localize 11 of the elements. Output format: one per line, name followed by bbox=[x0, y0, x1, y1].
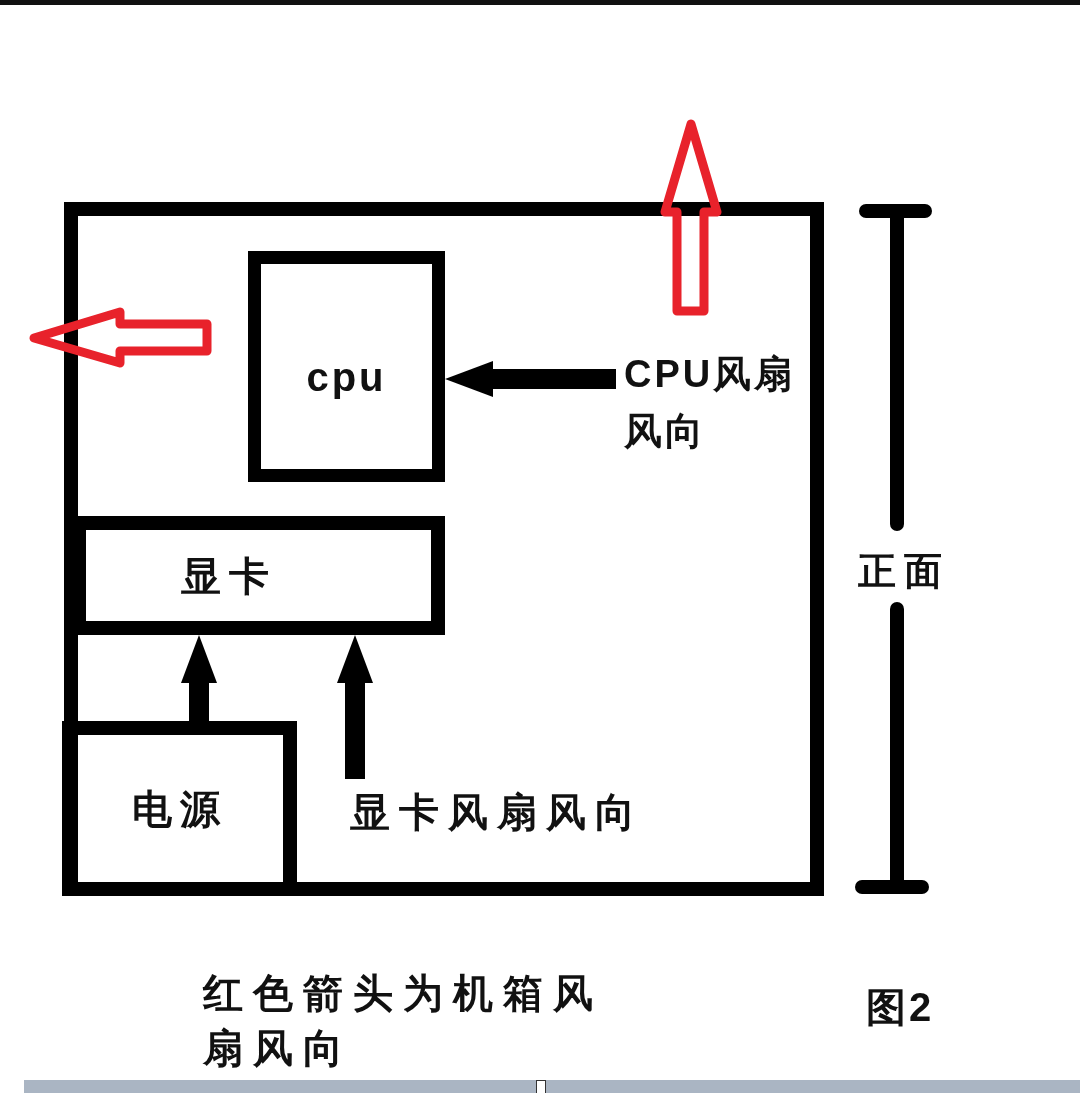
component-box: cpu bbox=[248, 251, 445, 482]
figure-number: 图2 bbox=[866, 984, 935, 1031]
case-box bbox=[64, 202, 824, 896]
airflow-label: 显卡风扇风向 bbox=[350, 787, 644, 837]
arrow bbox=[445, 361, 616, 397]
arrow bbox=[181, 635, 217, 721]
arrow bbox=[337, 635, 373, 779]
note-text: 红色箭头为机箱风扇风向 bbox=[203, 970, 604, 1072]
airflow-label: CPU风扇风向 bbox=[624, 346, 808, 460]
component-box: 电源 bbox=[62, 721, 297, 896]
dimension-label: 正面 bbox=[858, 549, 950, 594]
